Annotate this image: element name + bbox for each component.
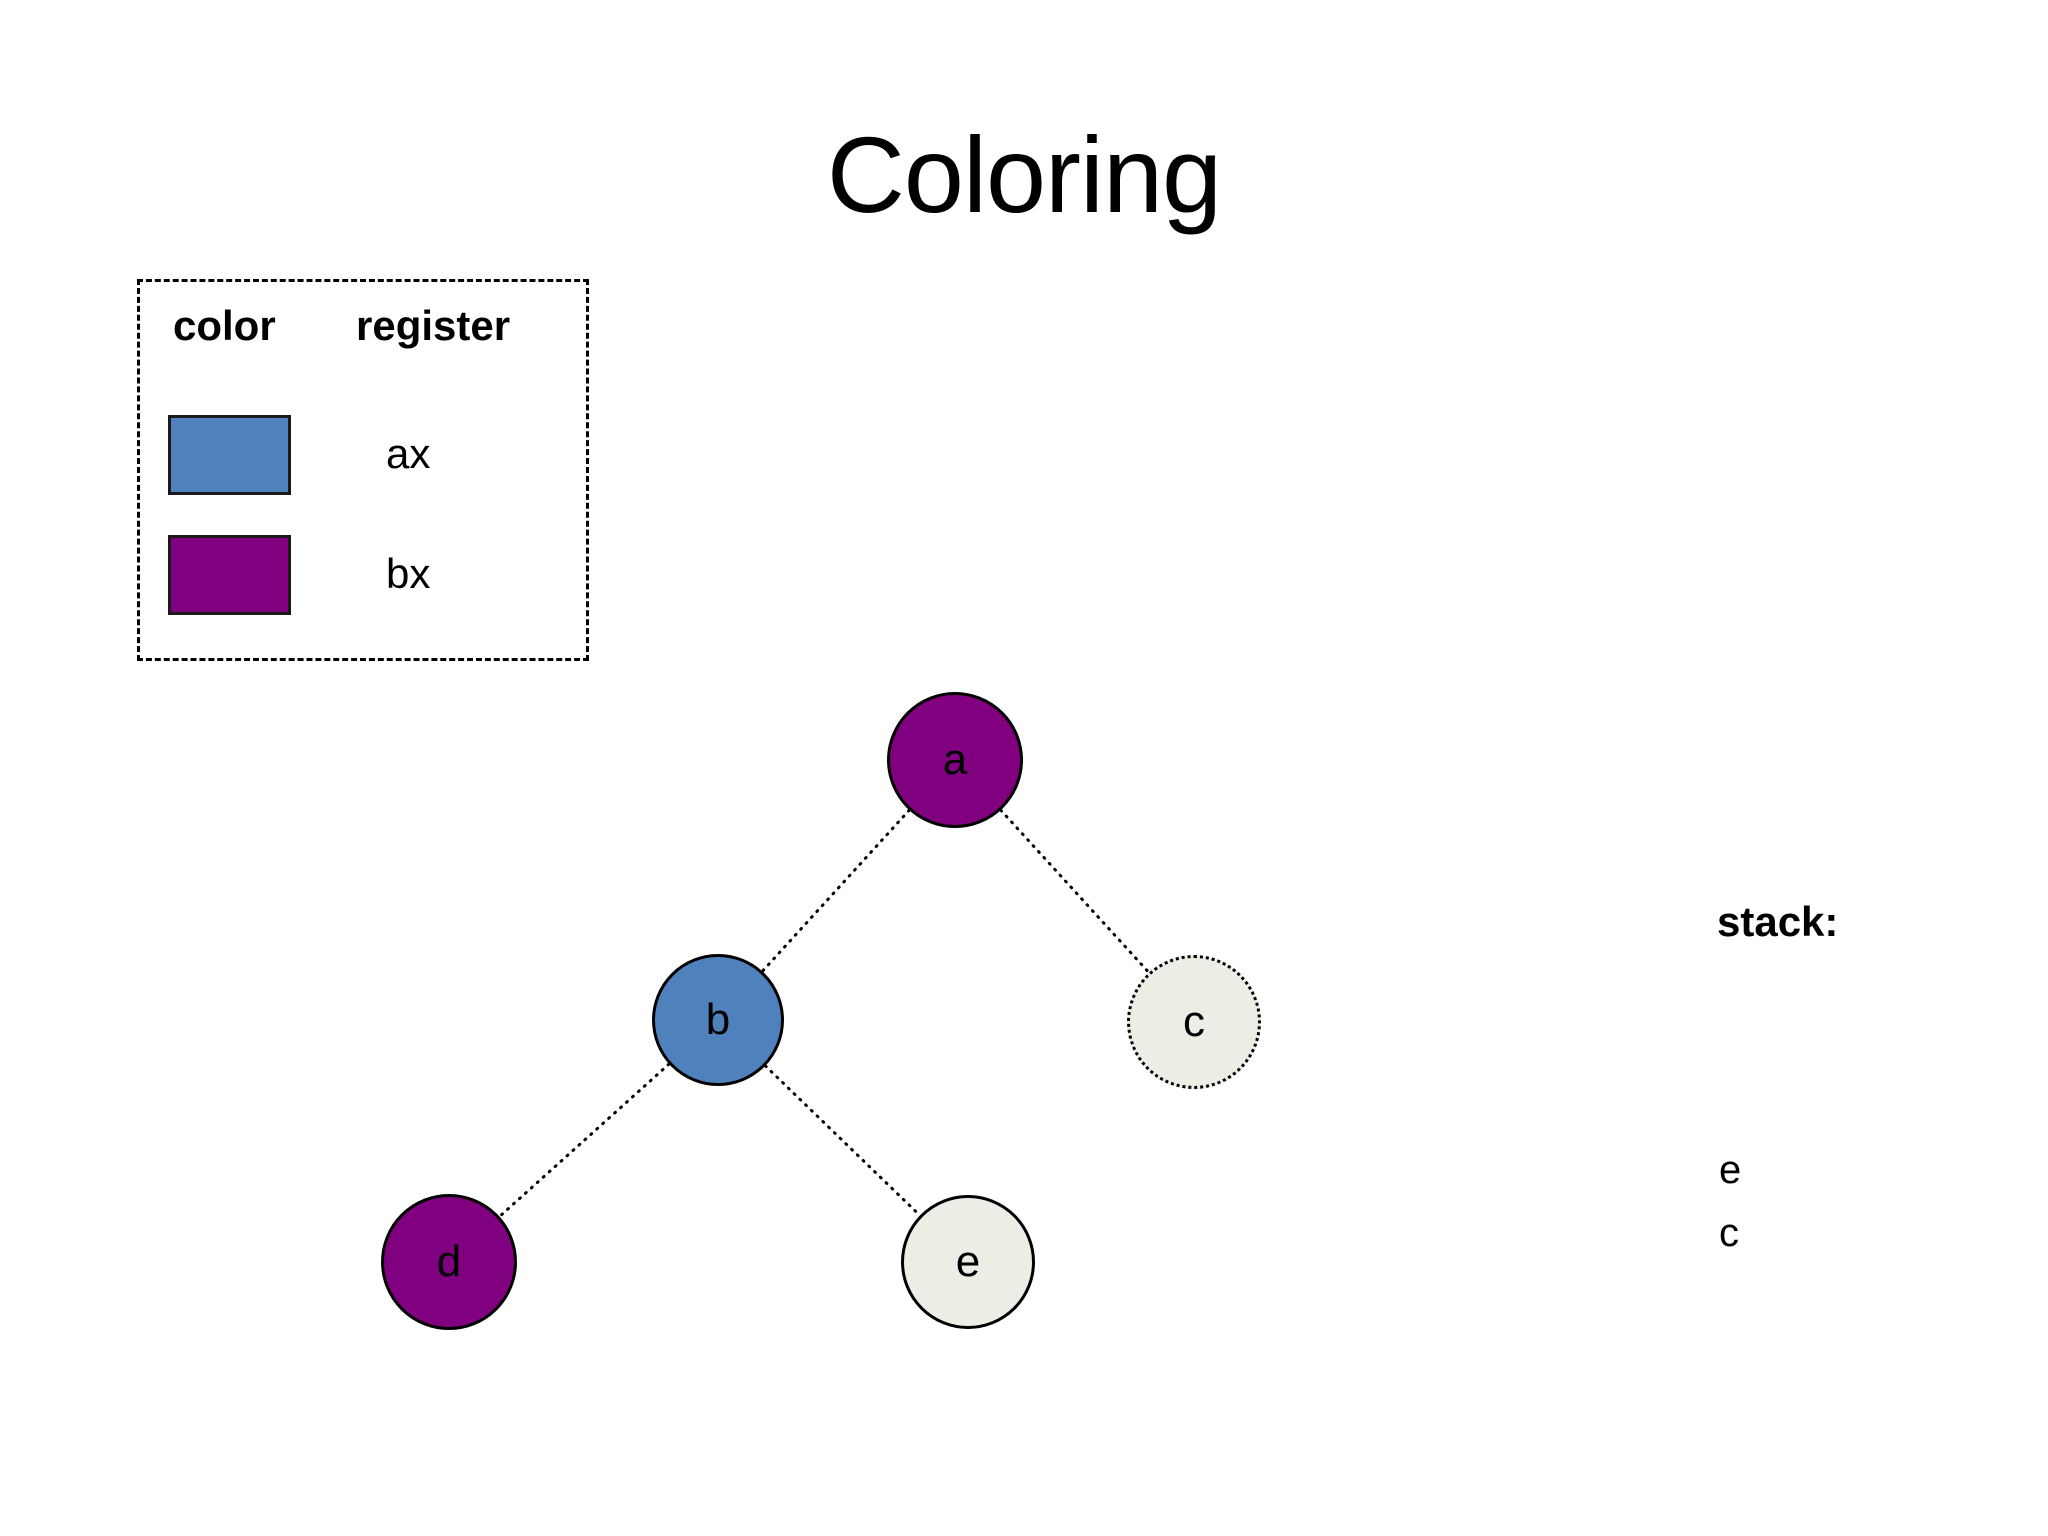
legend-header-register: register [356, 302, 511, 349]
graph-node-label: d [436, 1237, 462, 1286]
graph-node-a[interactable]: a [887, 692, 1023, 828]
stack-item: c [1719, 1211, 1739, 1255]
legend-swatch-bx [168, 535, 291, 615]
graph-node-label: e [955, 1237, 981, 1286]
graph-node-label: a [942, 735, 968, 784]
color-register-legend: color register ax bx [137, 279, 589, 661]
graph-edge-a-b [760, 808, 911, 973]
stack-item: e [1719, 1148, 1742, 1192]
graph-edge-b-e [763, 1064, 922, 1217]
legend-register-ax: ax [386, 430, 431, 477]
legend-header-color: color [173, 302, 276, 349]
legend-swatch-ax [168, 415, 291, 495]
graph-node-b[interactable]: b [652, 954, 784, 1086]
legend-register-bx: bx [386, 550, 431, 597]
graph-node-label: b [705, 995, 731, 1044]
graph-node-d[interactable]: d [381, 1194, 517, 1330]
graph-node-c[interactable]: c [1127, 955, 1261, 1089]
graph-edge-a-c [999, 808, 1151, 975]
page-title: Coloring [826, 114, 1222, 235]
stack-label: stack: [1717, 898, 1839, 945]
graph-edge-b-d [498, 1062, 671, 1219]
graph-node-label: c [1183, 997, 1205, 1046]
graph-node-e[interactable]: e [901, 1195, 1035, 1329]
